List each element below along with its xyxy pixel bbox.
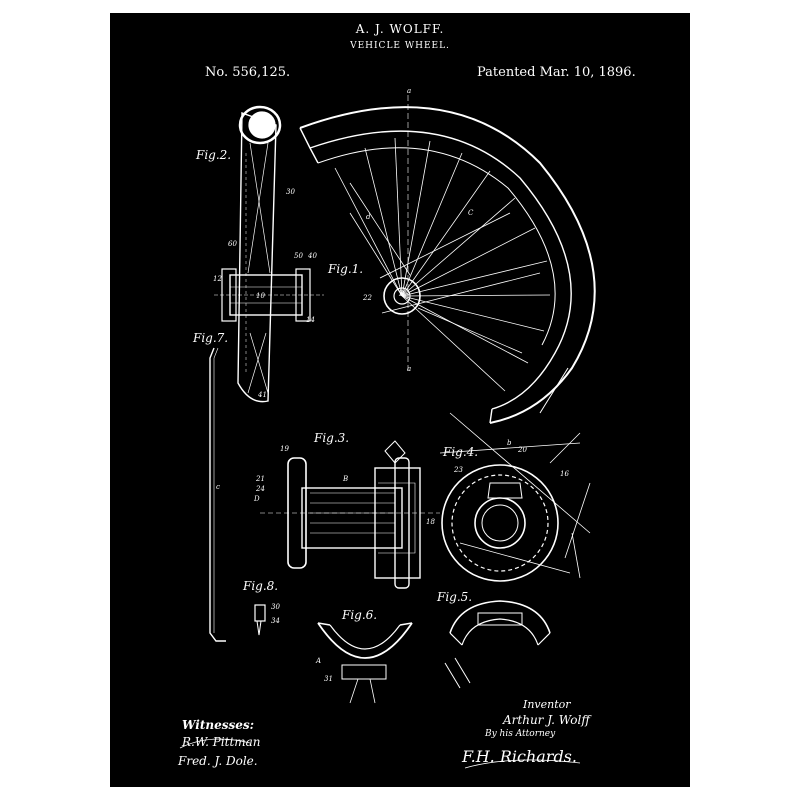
ref-label: 31 [324, 675, 333, 683]
ref-label: 14 [306, 316, 315, 324]
fig5-label: Fig.5. [437, 590, 473, 604]
witness-1-signature: R.W. Pittman [182, 735, 261, 749]
ref-label: B [343, 475, 349, 483]
attorney-flourish [464, 759, 581, 769]
patent-title: VEHICLE WHEEL. [350, 41, 450, 51]
ref-label: 18 [426, 518, 435, 526]
fig2-label: Fig.2. [196, 148, 232, 162]
ref-label: c [216, 483, 220, 491]
ref-label: 24 [256, 485, 265, 493]
fig6-label: Fig.6. [342, 608, 378, 622]
fig3-label: Fig.3. [314, 431, 350, 445]
ref-label: a [407, 365, 412, 373]
ref-label: 60 [228, 240, 237, 248]
patent-poster: A. J. WOLFF. VEHICLE WHEEL. No. 556,125.… [110, 13, 690, 787]
ref-label: 34 [271, 617, 280, 625]
witnesses-label: Witnesses: [182, 718, 255, 732]
fig7-drawing [209, 347, 226, 642]
ref-label: B [399, 290, 405, 298]
ref-label: 21 [256, 475, 265, 483]
fig1-label: Fig.1. [328, 262, 364, 276]
fig2-drawing [214, 105, 324, 403]
ref-label: D [254, 495, 260, 503]
patent-date: Patented Mar. 10, 1896. [477, 65, 636, 80]
inventor-label: Inventor [523, 698, 571, 711]
inventor-heading: A. J. WOLFF. [355, 22, 445, 36]
ref-label: a [407, 87, 412, 95]
ref-label: 16 [560, 470, 569, 478]
fig6-drawing [317, 622, 413, 704]
ref-label: 40 [308, 252, 317, 260]
ref-label: 10 [256, 292, 265, 300]
ref-label: 12 [213, 275, 222, 283]
fig5-drawing [444, 600, 551, 689]
inventor-signature: Arthur J. Wolff [503, 713, 590, 727]
patent-number: No. 556,125. [205, 65, 291, 80]
attorney-label: By his Attorney [485, 729, 556, 739]
fig1-drawing [299, 95, 596, 424]
ref-label: 50 [294, 252, 303, 260]
fig7-label: Fig.7. [193, 331, 229, 345]
ref-label: 30 [271, 603, 280, 611]
ref-label: 20 [518, 446, 527, 454]
ref-label: 22 [363, 294, 372, 302]
fig4-label: Fig.4. [443, 445, 479, 459]
fig4-drawing [439, 412, 591, 582]
ref-label: 41 [258, 391, 267, 399]
ref-label: 23 [454, 466, 463, 474]
attorney-signature: F.H. Richards. [462, 747, 577, 766]
ref-label: A [316, 657, 322, 665]
witness-2-signature: Fred. J. Dole. [178, 754, 258, 768]
witness-1-flourish [179, 738, 251, 749]
patent-drawing [179, 95, 596, 769]
fig8-label: Fig.8. [243, 579, 279, 593]
ref-label: b [507, 439, 512, 447]
ref-label: 19 [280, 445, 289, 453]
ref-label: 30 [286, 188, 295, 196]
ref-label: d [366, 213, 371, 221]
fig3-drawing [260, 440, 440, 589]
ref-label: C [468, 209, 474, 217]
fig8-drawing [254, 604, 266, 636]
